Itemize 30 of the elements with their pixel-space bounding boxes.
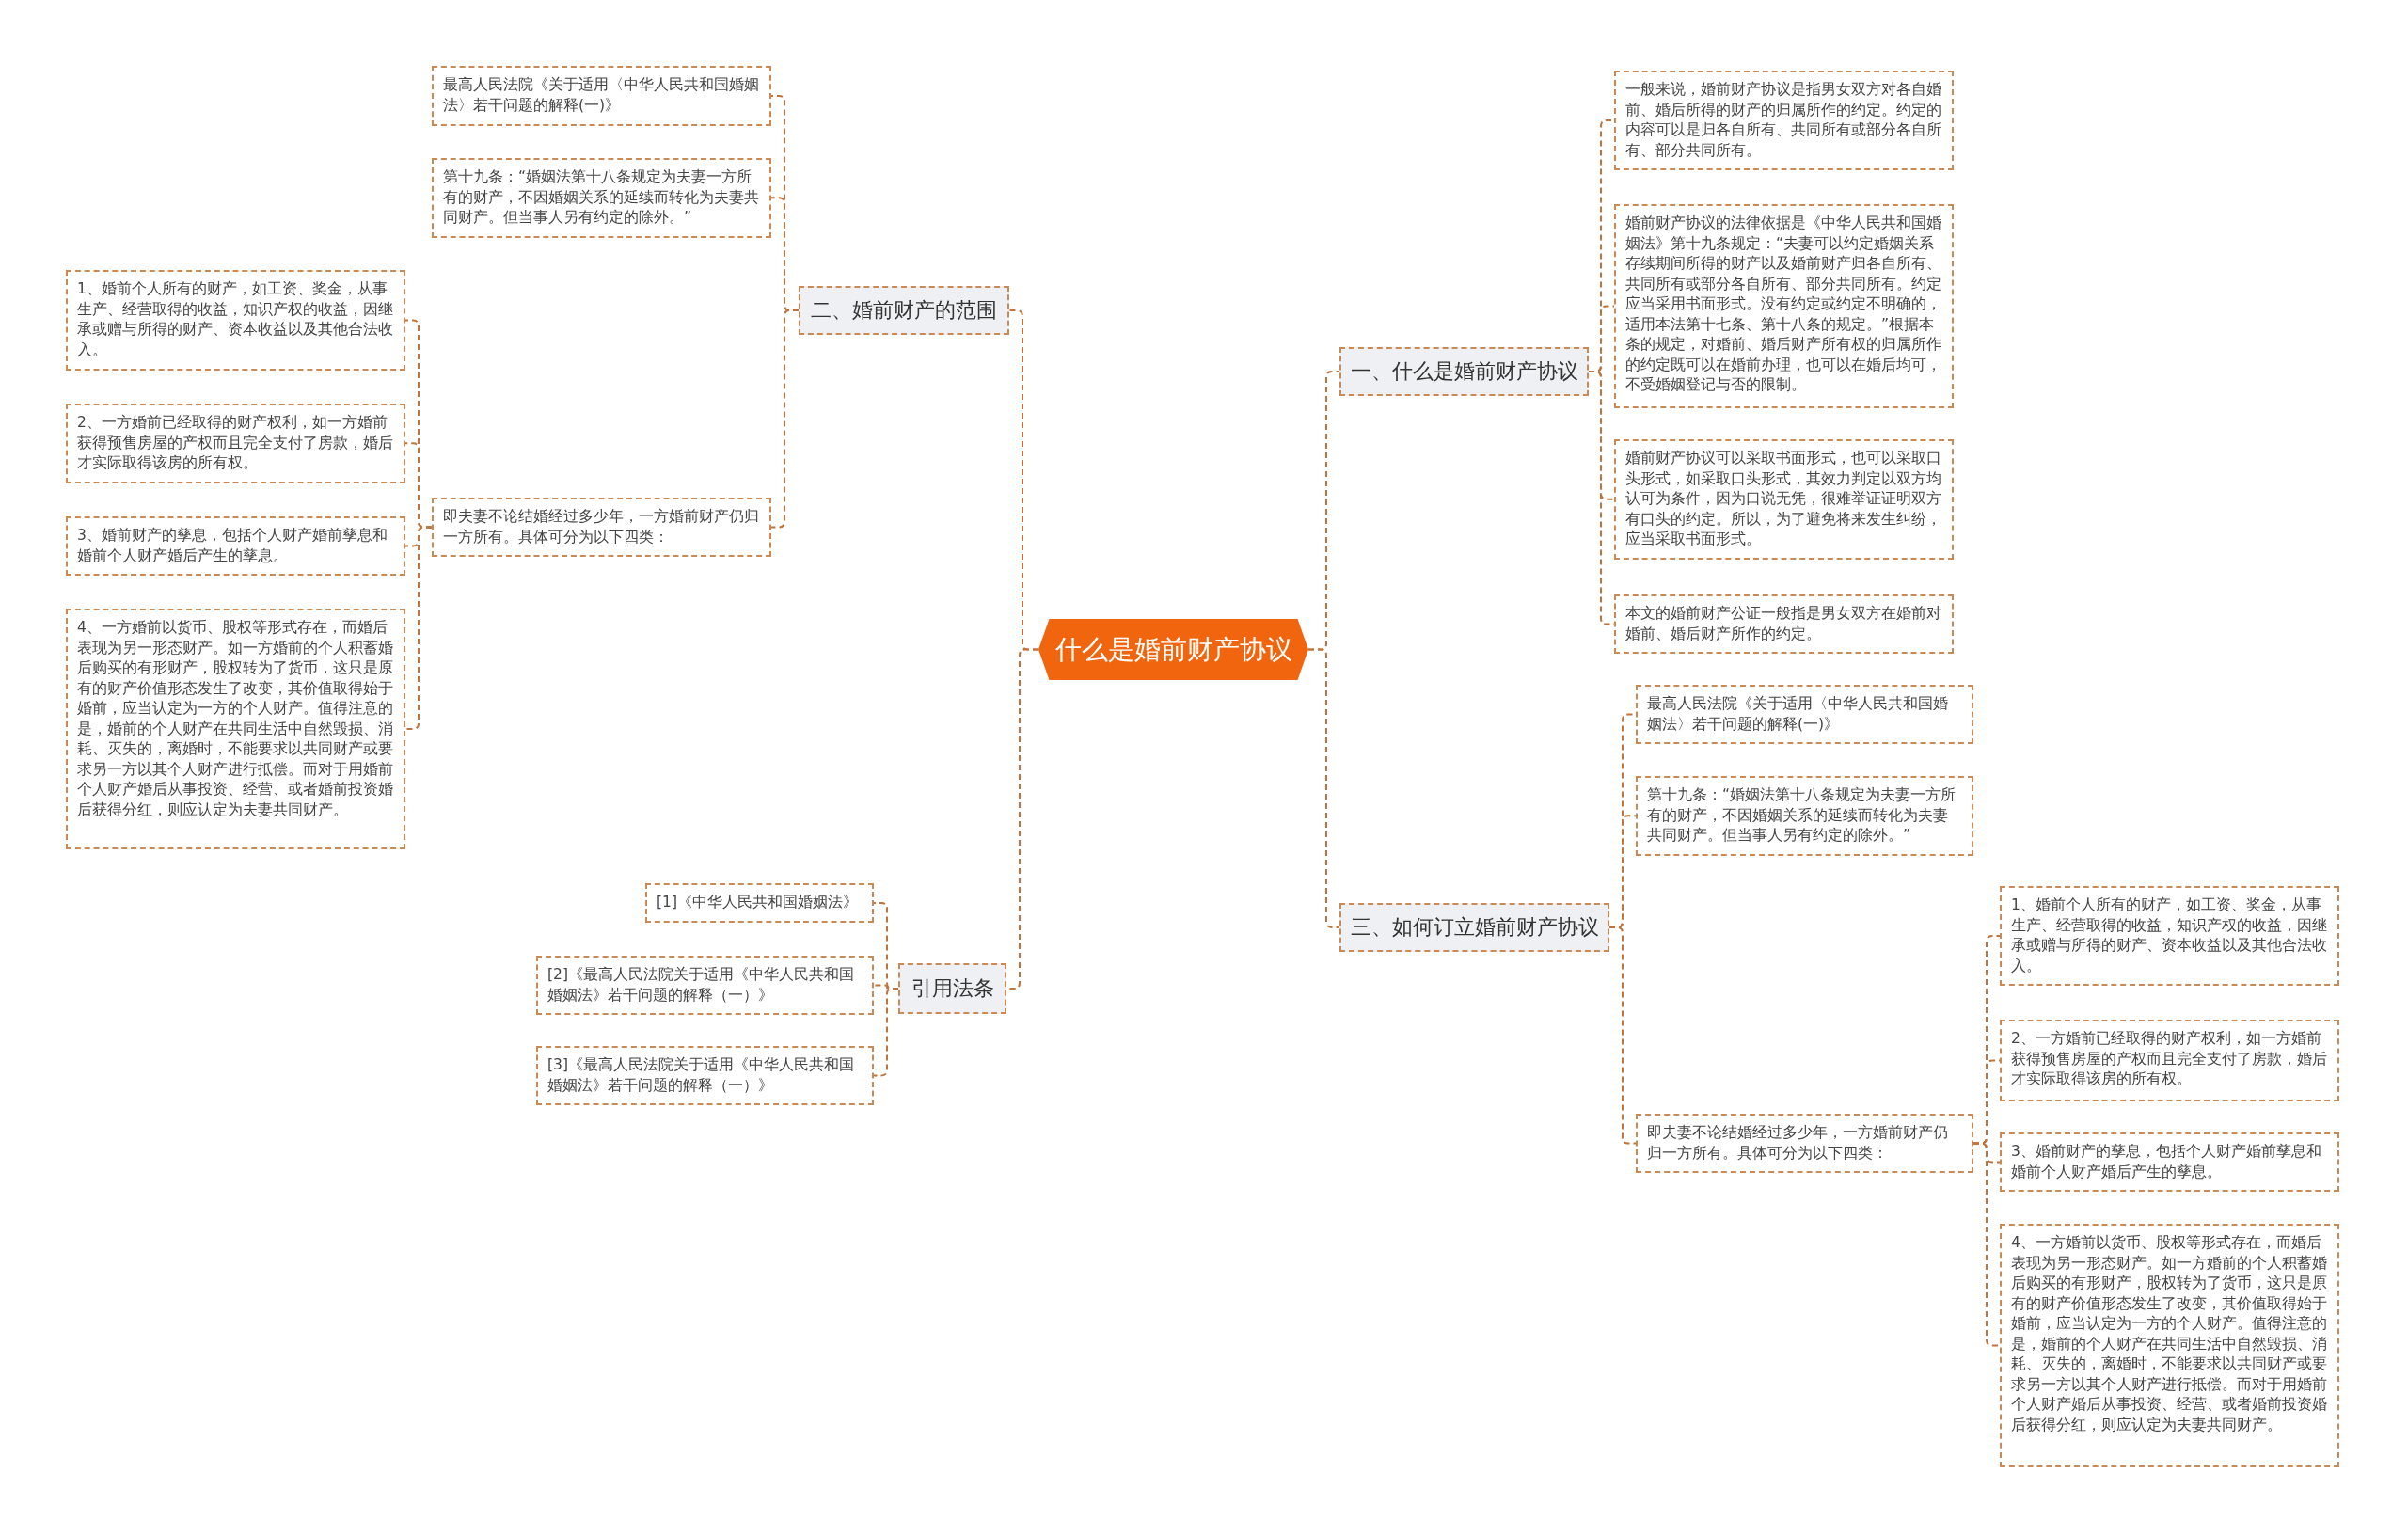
- text-box: 本文的婚前财产公证一般指是男女双方在婚前对婚前、婚后财产所作的约定。: [1614, 594, 1954, 654]
- text-box: 3、婚前财产的孳息，包括个人财产婚前孳息和婚前个人财产婚后产生的孳息。: [2000, 1132, 2339, 1192]
- text-box: 1、婚前个人所有的财产，如工资、奖金，从事生产、经营取得的收益，知识产权的收益，因继承或赠与所得的财产、资本收益以及其他合法收入。: [2000, 886, 2339, 986]
- text-box: 2、一方婚前已经取得的财产权利，如一方婚前获得预售房屋的产权而且完全支付了房款，婚后才实际取得该房的所有权。: [66, 404, 405, 483]
- text-box: [1]《中华人民共和国婚姻法》: [645, 883, 874, 923]
- text-box: 4、一方婚前以货币、股权等形式存在，而婚后表现为另一形态财产。如一方婚前的个人积蓄婚后购买的有形财产，股权转为了货币，这只是原有的财产价值形态发生了改变，其价值取得始于婚前，应当认定为一方的个人财产。值得注意的是，婚前的个人财产在共同生活中自然毁损、消耗、灭失的，离婚时，不能要求以共同财产或要求另一方以其个人财产进行抵偿。而对于用婚前个人财产婚后从事投资、经营、或者婚前投资婚后获得分红，则应认定为夫妻共同财产。: [2000, 1224, 2339, 1467]
- text-box: [2]《最高人民法院关于适用《中华人民共和国婚姻法》若干问题的解释（一）》: [536, 956, 874, 1015]
- central-topic: 什么是婚前财产协议: [1038, 619, 1308, 680]
- text-box: 第十九条：“婚姻法第十八条规定为夫妻一方所有的财产，不因婚姻关系的延续而转化为夫妻共同财产。但当事人另有约定的除外。”: [1636, 776, 1973, 856]
- text-box: 最高人民法院《关于适用〈中华人民共和国婚姻法〉若干问题的解释(一)》: [1636, 685, 1973, 744]
- branch-topic: 一、什么是婚前财产协议: [1339, 347, 1589, 396]
- connector-line: [770, 309, 800, 529]
- connector-line: [404, 526, 433, 730]
- text-box: 即夫妻不论结婚经过多少年，一方婚前财产仍归一方所有。具体可分为以下四类：: [432, 498, 771, 557]
- connector-line: [1972, 1142, 2001, 1347]
- text-box: 第十九条：“婚姻法第十八条规定为夫妻一方所有的财产，不因婚姻关系的延续而转化为夫妻共同财产。但当事人另有约定的除外。”: [432, 158, 771, 238]
- text-box: 4、一方婚前以货币、股权等形式存在，而婚后表现为另一形态财产。如一方婚前的个人积蓄婚后购买的有形财产，股权转为了货币，这只是原有的财产价值形态发生了改变，其价值取得始于婚前，应当认定为一方的个人财产。值得注意的是，婚前的个人财产在共同生活中自然毁损、消耗、灭失的，离婚时，不能要求以共同财产或要求另一方以其个人财产进行抵偿。而对于用婚前个人财产婚后从事投资、经营、或者婚前投资婚后获得分红，则应认定为夫妻共同财产。: [66, 609, 405, 849]
- branch-topic: 二、婚前财产的范围: [799, 286, 1009, 335]
- text-box: 3、婚前财产的孳息，包括个人财产婚前孳息和婚前个人财产婚后产生的孳息。: [66, 516, 405, 576]
- text-box: 一般来说，婚前财产协议是指男女双方对各自婚前、婚后所得的财产的归属所作的约定。约定的内容可以是归各自所有、共同所有或部分各自所有、部分共同所有。: [1614, 71, 1954, 170]
- text-box: 2、一方婚前已经取得的财产权利，如一方婚前获得预售房屋的产权而且完全支付了房款，婚后才实际取得该房的所有权。: [2000, 1020, 2339, 1101]
- text-box: 最高人民法院《关于适用〈中华人民共和国婚姻法〉若干问题的解释(一)》: [432, 66, 771, 126]
- text-box: [3]《最高人民法院关于适用《中华人民共和国婚姻法》若干问题的解释（一）》: [536, 1046, 874, 1105]
- text-box: 婚前财产协议的法律依据是《中华人民共和国婚姻法》第十九条规定：“夫妻可以约定婚姻关系存续期间所得的财产以及婚前财产归各自所有、共同所有或部分各自所有、部分共同所有。约定应当采用书面形式。没有约定或约定不明确的，适用本法第十七条、第十八条的规定。”根据本条的规定，对婚前、婚后财产所有权的归属所作的约定既可以在婚前办理，也可以在婚后均可，不受婚姻登记与否的限制。: [1614, 204, 1954, 408]
- branch-topic: 三、如何订立婚前财产协议: [1339, 903, 1609, 952]
- text-box: 即夫妻不论结婚经过多少年，一方婚前财产仍归一方所有。具体可分为以下四类：: [1636, 1114, 1973, 1173]
- connector-line: [873, 988, 899, 1077]
- text-box: 1、婚前个人所有的财产，如工资、奖金，从事生产、经营取得的收益，知识产权的收益，因继承或赠与所得的财产、资本收益以及其他合法收入。: [66, 270, 405, 371]
- text-box: 婚前财产协议可以采取书面形式，也可以采取口头形式，如采取口头形式，其效力判定以双方均认可为条件，因为口说无凭，很难举证证明双方有口头的约定。所以，为了避免将来发生纠纷，应当采取书面形式。: [1614, 439, 1954, 560]
- branch-topic: 引用法条: [898, 963, 1006, 1014]
